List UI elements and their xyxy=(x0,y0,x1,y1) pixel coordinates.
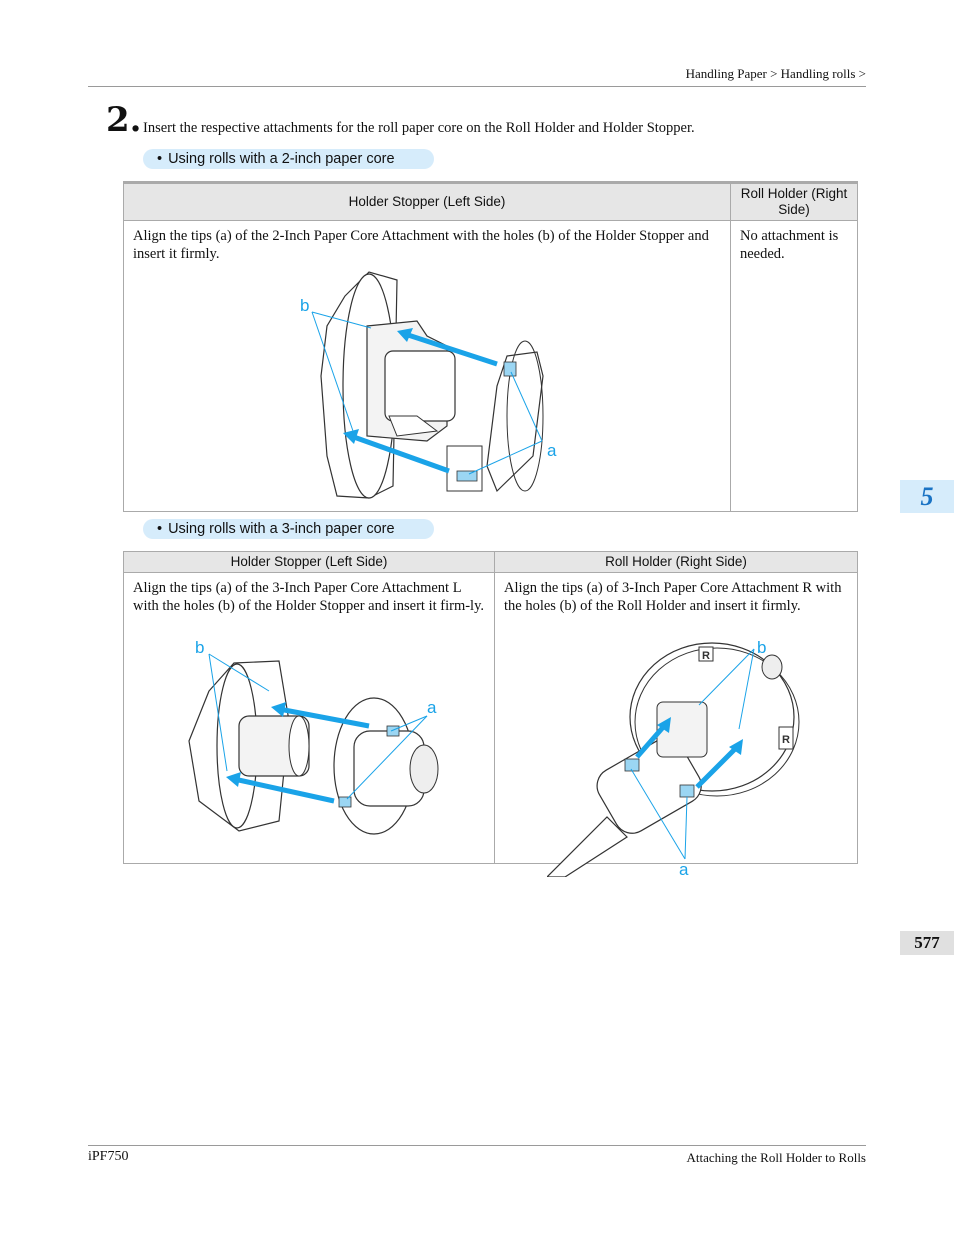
pill-3inch: • Using rolls with a 3-inch paper core xyxy=(143,519,434,539)
table-2inch-header-right: Roll Holder (Right Side) xyxy=(730,182,858,221)
chapter-tab[interactable]: 5 xyxy=(900,480,954,513)
label-b-3inch-left: b xyxy=(195,638,204,657)
footer-model: iPF750 xyxy=(88,1149,129,1164)
table-2inch: Holder Stopper (Left Side) Roll Holder (… xyxy=(123,181,858,512)
cell-3inch-right-text: Align the tips (a) of 3-Inch Paper Core … xyxy=(504,580,842,614)
figure-3inch-holder-stopper: b a xyxy=(188,638,439,835)
pill-2inch: • Using rolls with a 2-inch paper core xyxy=(143,149,434,169)
page-number: 577 xyxy=(900,931,954,955)
label-a-3inch-left: a xyxy=(427,698,437,717)
roll-letter-top: R xyxy=(702,650,710,662)
label-b-3inch-right: b xyxy=(757,638,766,657)
cell-2inch-right-text: No attachment is needed. xyxy=(740,228,839,262)
pill-2inch-label: Using rolls with a 2-inch paper core xyxy=(168,151,395,167)
table-2inch-cell-left: Align the tips (a) of the 2-Inch Paper C… xyxy=(123,220,731,512)
footer-section-title: Attaching the Roll Holder to Rolls xyxy=(686,1150,866,1165)
footer-rule xyxy=(88,1145,866,1146)
figure-3inch-roll-holder: R R xyxy=(547,638,800,877)
table-3inch: Holder Stopper (Left Side) Roll Holder (… xyxy=(123,551,858,877)
table-3inch-header-right: Roll Holder (Right Side) xyxy=(494,551,858,573)
step-text: Insert the respective attachments for th… xyxy=(143,120,695,136)
pill-3inch-label: Using rolls with a 3-inch paper core xyxy=(168,521,395,537)
table-2inch-header-left: Holder Stopper (Left Side) xyxy=(123,182,731,221)
cell-2inch-left-text: Align the tips (a) of the 2-Inch Paper C… xyxy=(133,228,709,262)
roll-letter-side: R xyxy=(782,734,790,746)
table-3inch-cell-right: Align the tips (a) of 3-Inch Paper Core … xyxy=(494,572,858,877)
label-a-2inch: a xyxy=(547,441,557,460)
bullet-icon: • xyxy=(157,151,163,167)
label-b-2inch: b xyxy=(300,296,309,315)
breadcrumb: Handling Paper > Handling rolls > xyxy=(685,66,866,81)
figure-2inch-holder-stopper: b a xyxy=(300,271,557,499)
table-2inch-cell-right: No attachment is needed. xyxy=(730,220,858,512)
bullet-icon: • xyxy=(157,521,163,537)
table-3inch-cell-left: Align the tips (a) of the 3-Inch Paper C… xyxy=(123,572,495,864)
cell-3inch-left-text: Align the tips (a) of the 3-Inch Paper C… xyxy=(133,580,485,614)
table-3inch-header-left: Holder Stopper (Left Side) xyxy=(123,551,495,573)
label-a-3inch-right: a xyxy=(679,860,689,877)
step-number: 2. xyxy=(106,100,142,140)
header-rule xyxy=(88,86,866,87)
